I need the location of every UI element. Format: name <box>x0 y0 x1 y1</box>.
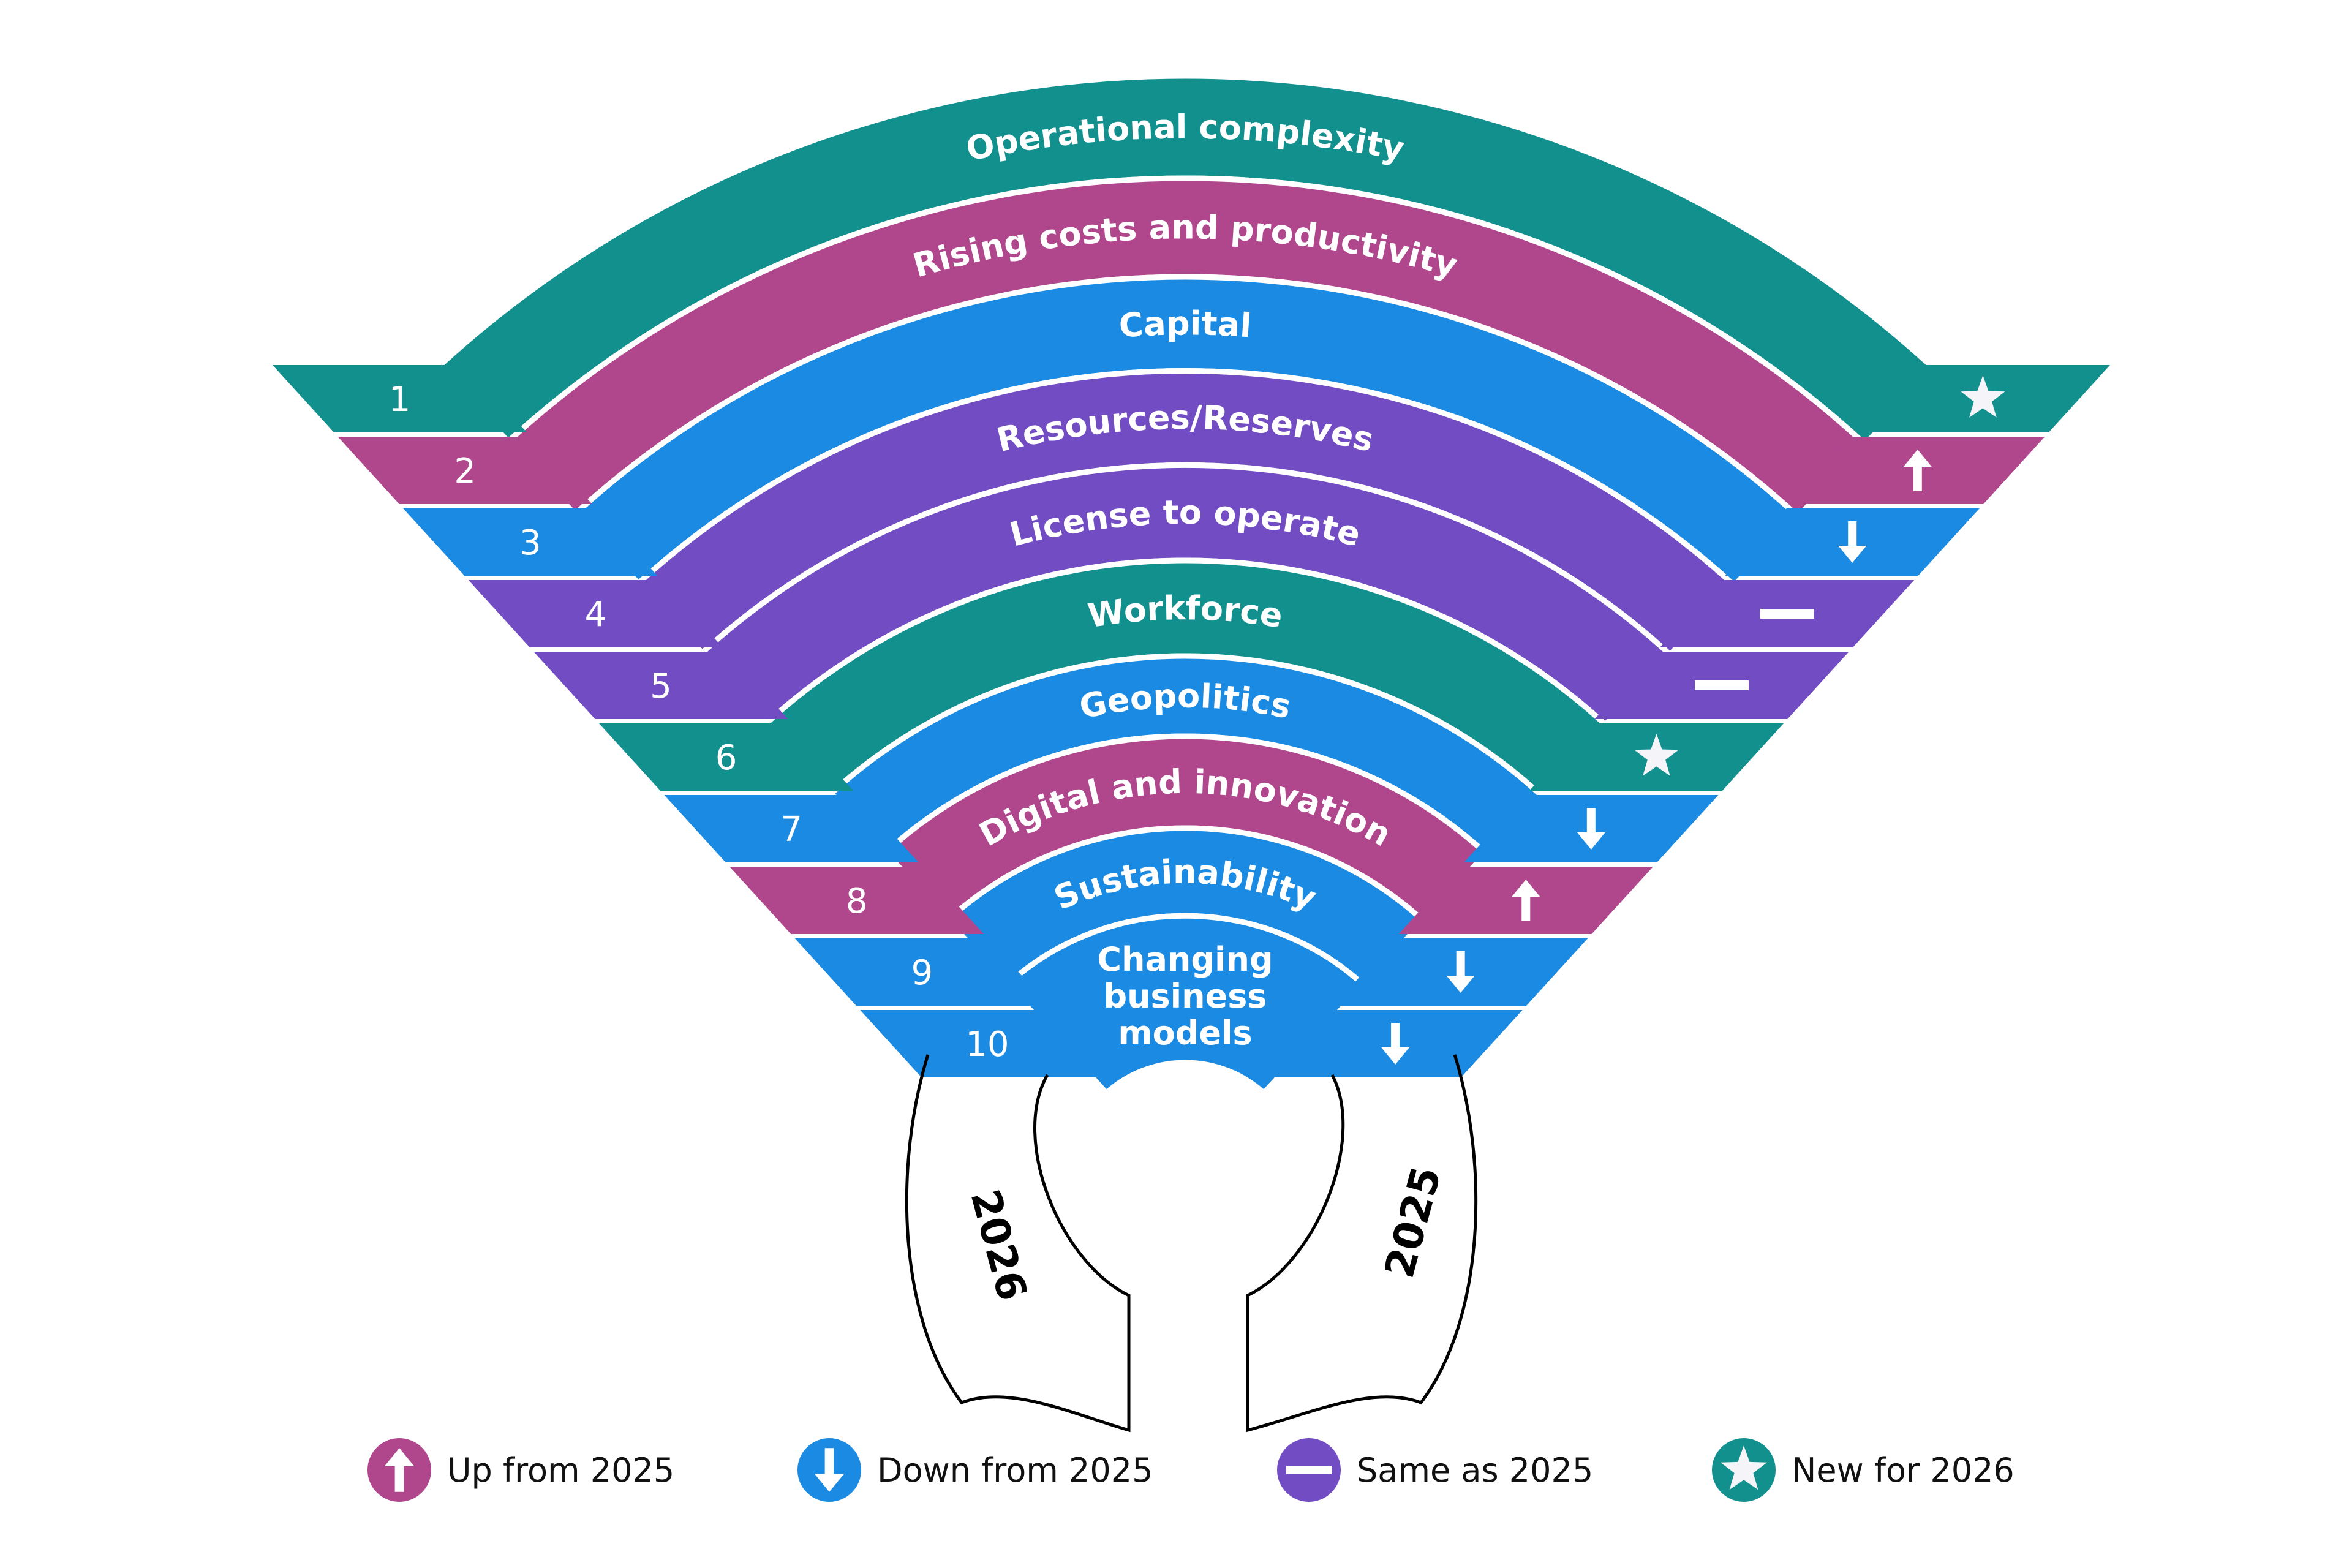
rank-number: 4 <box>585 595 607 635</box>
arrow-down-icon <box>1446 951 1475 993</box>
change-2025-column <box>1268 365 2110 1077</box>
star-icon <box>1712 1438 1776 1502</box>
star-icon <box>1634 734 1679 776</box>
legend-label: Down from 2025 <box>877 1450 1153 1490</box>
arrow-down-icon <box>1381 1023 1410 1065</box>
legend-label: Same as 2025 <box>1357 1450 1594 1490</box>
rank-number: 8 <box>846 881 868 921</box>
rank-tab-3 <box>403 508 658 576</box>
legend-item-down: Down from 2025 <box>797 1436 1153 1504</box>
rank-tab-2 <box>337 437 592 504</box>
rank-tab-6 <box>598 723 854 791</box>
legend-item-new: New for 2026 <box>1712 1436 2015 1504</box>
star-icon <box>1961 375 2005 418</box>
legend-item-same: Same as 2025 <box>1277 1436 1593 1504</box>
rank-tab-8 <box>729 867 984 934</box>
rank-tab-10 <box>860 1010 1115 1077</box>
rank-number: 9 <box>911 953 933 993</box>
year-label-2026: 2026 <box>962 1185 1036 1305</box>
band-label-3: Capital <box>1118 304 1253 345</box>
rank-tab-9 <box>794 938 1049 1006</box>
arrow-up-icon <box>1512 880 1540 921</box>
legend: Up from 2025 Down from 2025 Same as 2025 Ne… <box>0 1436 2352 1516</box>
rank-tab-1 <box>273 365 527 432</box>
ranked-bands <box>78 73 2293 1185</box>
star-icon-glyph <box>1721 1446 1767 1490</box>
arrow-up-icon-glyph <box>384 1448 415 1492</box>
dash-icon-glyph <box>1286 1466 1332 1474</box>
rank-number: 10 <box>965 1025 1009 1065</box>
rank-2026-column: 1 2 3 4 5 6 7 8 9 10 <box>273 365 1115 1077</box>
arrow-down-icon-glyph <box>814 1448 845 1492</box>
center-hole <box>1068 1063 1303 1185</box>
rank-tab-7 <box>664 795 919 862</box>
arrow-down-icon <box>797 1438 861 1502</box>
legend-label: Up from 2025 <box>447 1450 675 1490</box>
rank-tab-4 <box>468 580 723 647</box>
rank-number: 7 <box>780 810 802 850</box>
rank-number: 6 <box>715 738 737 778</box>
dash-icon <box>1695 680 1749 690</box>
legend-item-up: Up from 2025 <box>368 1436 674 1504</box>
arrow-down-icon <box>1577 808 1605 850</box>
year-label-2025: 2025 <box>1376 1162 1450 1283</box>
rank-number: 2 <box>454 451 476 491</box>
year-ring-2026-outline <box>905 1054 1131 1433</box>
arrow-down-icon <box>1838 521 1867 563</box>
arrow-up-icon <box>1903 450 1932 491</box>
rank-number: 1 <box>389 380 411 420</box>
rank-number: 5 <box>650 666 672 706</box>
arrow-up-icon <box>368 1438 431 1502</box>
legend-label: New for 2026 <box>1792 1450 2015 1490</box>
dash-icon <box>1277 1438 1341 1502</box>
dash-icon <box>1760 609 1814 619</box>
rank-number: 3 <box>519 523 541 563</box>
year-ring-2025-outline <box>1246 1054 1478 1433</box>
rank-tab-5 <box>533 652 788 719</box>
